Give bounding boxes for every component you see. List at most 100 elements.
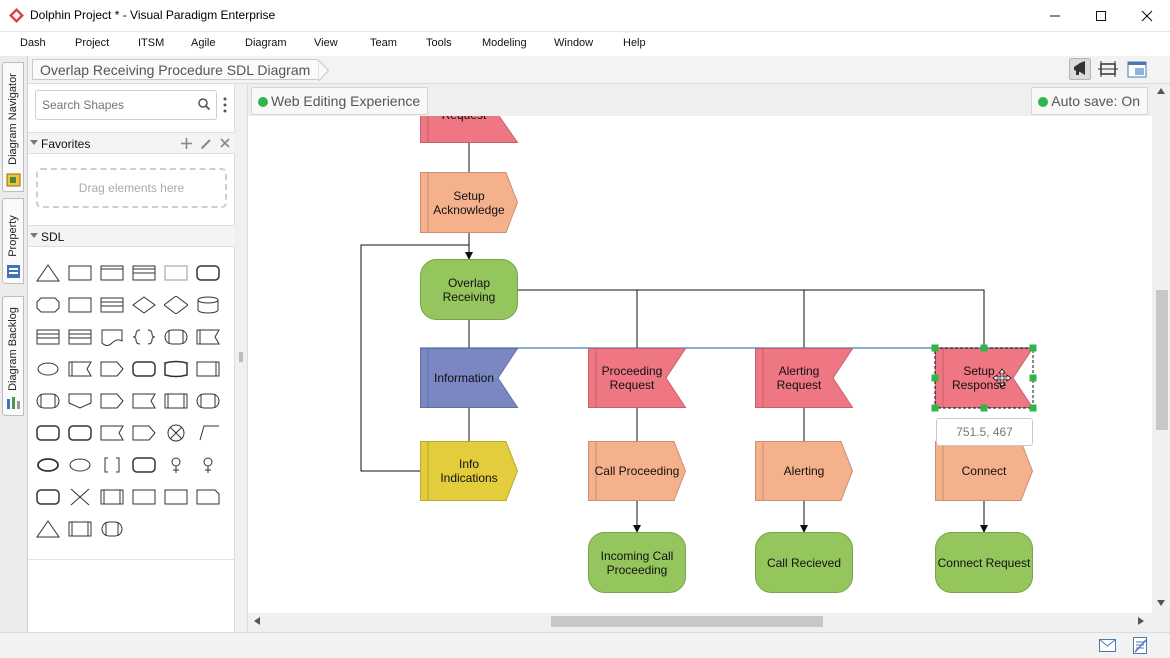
node-call-recieved[interactable]: Call Recieved (755, 532, 853, 593)
scroll-right-icon[interactable] (1138, 617, 1144, 625)
resize-handle[interactable] (931, 404, 939, 412)
vertical-scrollbar[interactable] (1152, 84, 1170, 613)
sdl-shape-rect-icon[interactable] (164, 488, 188, 506)
tab-property[interactable]: Property (2, 198, 24, 284)
sdl-shape-tape-icon[interactable] (164, 360, 188, 378)
menu-team[interactable]: Team (370, 37, 397, 49)
vertical-scroll-thumb[interactable] (1156, 290, 1168, 430)
sdl-shape-capsule-icon[interactable] (164, 328, 188, 346)
menu-agile[interactable]: Agile (191, 37, 216, 49)
sdl-shape-triangle-icon[interactable] (36, 264, 60, 282)
remove-icon[interactable] (220, 138, 230, 148)
node-proceeding-request[interactable]: Proceeding Request (588, 348, 687, 408)
node-overlap-receiving[interactable]: Overlap Receiving (420, 259, 518, 320)
sdl-shape-rect-round-icon[interactable] (132, 456, 156, 474)
sdl-shape-pentagon-right-icon[interactable] (100, 392, 124, 410)
connector[interactable] (360, 244, 470, 472)
sdl-shape-rect-notch-icon[interactable] (132, 392, 156, 410)
tab-diagram-backlog[interactable]: Diagram Backlog (2, 296, 24, 416)
sdl-shape-ellipse-icon[interactable] (68, 456, 92, 474)
autosave-badge[interactable]: Auto save: On (1031, 87, 1148, 115)
notes-icon[interactable] (1132, 637, 1148, 654)
node-info-indications[interactable]: Info Indications (420, 441, 519, 501)
sdl-shape-rect-lines-icon[interactable] (36, 328, 60, 346)
sdl-section-header[interactable]: SDL (28, 225, 235, 247)
node-connect-request[interactable]: Connect Request (935, 532, 1033, 593)
sdl-shape-pentagon-right-icon[interactable] (132, 424, 156, 442)
sdl-shape-cylinder-icon[interactable] (196, 296, 220, 314)
breadcrumb[interactable]: Overlap Receiving Procedure SDL Diagram (32, 59, 330, 81)
sdl-shape-brackets-icon[interactable] (100, 456, 124, 474)
node-information[interactable]: Information (420, 348, 519, 408)
sdl-shape-parallelogram-icon[interactable] (196, 424, 220, 442)
node-alerting[interactable]: Alerting (755, 441, 854, 501)
search-shapes-input[interactable] (35, 90, 217, 120)
layout-panel-icon[interactable] (1126, 58, 1148, 80)
menu-itsm[interactable]: ITSM (138, 37, 165, 49)
node-setup-request[interactable]: Request (420, 116, 519, 143)
horizontal-scroll-thumb[interactable] (551, 616, 823, 627)
sdl-shape-ellipse-bold-icon[interactable] (36, 456, 60, 474)
sdl-shape-triangle-icon[interactable] (36, 520, 60, 538)
sdl-shape-wave-doc-icon[interactable] (100, 328, 124, 346)
node-setup-response[interactable]: Setup Response (931, 344, 1037, 412)
mail-icon[interactable] (1099, 639, 1116, 652)
panel-menu-icon[interactable] (220, 96, 230, 114)
announcement-icon[interactable] (1069, 58, 1091, 80)
sdl-shape-rect-icon[interactable] (68, 296, 92, 314)
node-setup-acknowledge[interactable]: Setup Acknowledge (420, 172, 519, 233)
node-alerting-request[interactable]: Alerting Request (755, 348, 854, 408)
maximize-icon[interactable] (1078, 0, 1124, 32)
sdl-shape-rect-round-icon[interactable] (36, 424, 60, 442)
fit-diagram-icon[interactable] (1097, 58, 1119, 80)
scroll-left-icon[interactable] (254, 617, 260, 625)
sdl-shape-female-icon[interactable] (196, 456, 220, 474)
sdl-shape-rect-round-icon[interactable] (196, 264, 220, 282)
menu-modeling[interactable]: Modeling (482, 37, 527, 49)
sdl-shape-rect-round-icon[interactable] (132, 360, 156, 378)
horizontal-scrollbar[interactable] (248, 613, 1152, 629)
sdl-shape-rect-cut-icon[interactable] (196, 488, 220, 506)
close-icon[interactable] (1124, 0, 1170, 32)
sdl-shape-rect-round-icon[interactable] (36, 488, 60, 506)
sdl-shape-ellipse-icon[interactable] (36, 360, 60, 378)
resize-handle[interactable] (980, 344, 988, 352)
sdl-shape-braces-icon[interactable] (132, 328, 156, 346)
sdl-shape-octagon-icon[interactable] (36, 296, 60, 314)
menu-help[interactable]: Help (623, 37, 646, 49)
sdl-shape-rect-round-icon[interactable] (68, 424, 92, 442)
node-call-proceeding[interactable]: Call Proceeding (588, 441, 687, 501)
sdl-shape-rect-lines-icon[interactable] (100, 296, 124, 314)
menu-tools[interactable]: Tools (426, 37, 452, 49)
sdl-shape-flag-icon[interactable] (196, 328, 220, 346)
resize-handle[interactable] (980, 404, 988, 412)
sdl-shape-capsule-icon[interactable] (36, 392, 60, 410)
sdl-shape-pentagon-right-icon[interactable] (100, 360, 124, 378)
scroll-up-icon[interactable] (1157, 88, 1165, 94)
panel-splitter[interactable] (235, 84, 248, 632)
node-connect[interactable]: Connect (935, 441, 1034, 501)
favorites-section-header[interactable]: Favorites (28, 132, 235, 154)
scroll-down-icon[interactable] (1157, 600, 1165, 606)
sdl-shape-rect-icon[interactable] (68, 264, 92, 282)
sdl-shape-rect-bars-icon[interactable] (100, 488, 124, 506)
sdl-shape-rect-split-icon[interactable] (132, 264, 156, 282)
sdl-shape-rect-lines-icon[interactable] (68, 328, 92, 346)
sdl-shape-rect-bars-icon[interactable] (68, 520, 92, 538)
resize-handle[interactable] (1029, 374, 1037, 382)
sdl-shape-pentagon-down-icon[interactable] (68, 392, 92, 410)
menu-diagram[interactable]: Diagram (245, 37, 287, 49)
resize-handle[interactable] (931, 344, 939, 352)
add-icon[interactable] (181, 138, 192, 149)
resize-handle[interactable] (1029, 344, 1037, 352)
favorites-drop-zone[interactable]: Drag elements here (36, 168, 227, 208)
sdl-shape-x-cross-icon[interactable] (68, 488, 92, 506)
edit-icon[interactable] (201, 138, 212, 149)
node-incoming-call-proceeding[interactable]: Incoming Call Proceeding (588, 532, 686, 593)
sdl-shape-flag-icon[interactable] (68, 360, 92, 378)
sdl-shape-capsule-bars-icon[interactable] (100, 520, 124, 538)
sdl-shape-female-icon[interactable] (164, 456, 188, 474)
menu-dash[interactable]: Dash (20, 37, 46, 49)
sdl-shape-rect-double-icon[interactable] (196, 360, 220, 378)
